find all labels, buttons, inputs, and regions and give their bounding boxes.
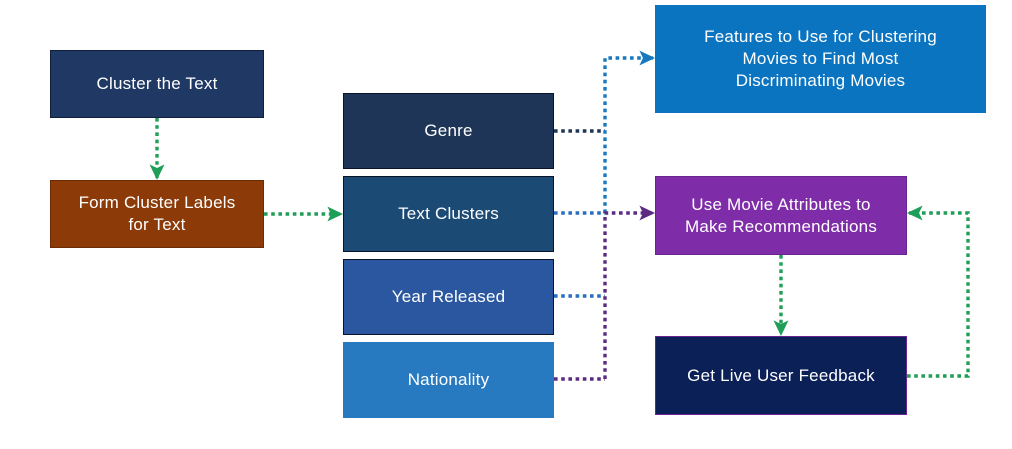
node-cluster-the-text: Cluster the Text [50, 50, 264, 118]
node-label: Features to Use for Clustering Movies to… [704, 27, 937, 90]
node-label: Genre [424, 121, 473, 141]
node-label: Text Clusters [398, 204, 499, 224]
node-get-live-user-feedback: Get Live User Feedback [655, 336, 907, 415]
node-form-cluster-labels: Form Cluster Labels for Text [50, 180, 264, 248]
node-label: Use Movie Attributes to Make Recommendat… [684, 194, 878, 236]
node-label: Get Live User Feedback [687, 365, 875, 385]
node-label: Cluster the Text [96, 74, 218, 94]
node-use-movie-attributes: Use Movie Attributes to Make Recommendat… [655, 176, 907, 255]
connector-trunk-lower-to-attributes [603, 205, 656, 379]
node-genre: Genre [343, 93, 554, 169]
node-label: Nationality [407, 370, 490, 390]
connector-trunk-upper-to-features [603, 50, 656, 213]
connector-feedback-to-attributes [906, 205, 970, 378]
node-features-to-use: Features to Use for Clustering Movies to… [655, 5, 986, 113]
node-text-clusters: Text Clusters [343, 176, 554, 252]
node-label: Year Released [391, 287, 506, 307]
node-nationality: Nationality [343, 342, 554, 418]
node-year-released: Year Released [343, 259, 554, 335]
node-label: Form Cluster Labels for Text [78, 193, 236, 234]
